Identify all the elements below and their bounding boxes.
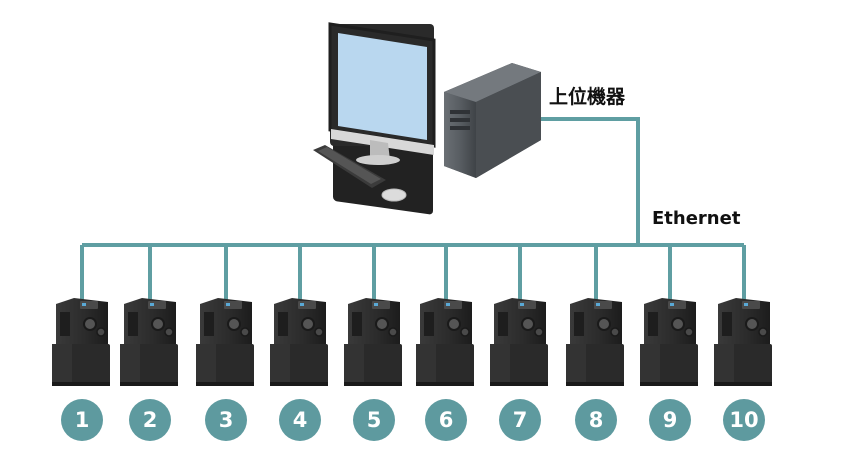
device-number-badge: 3 bbox=[205, 399, 247, 441]
badge-circle bbox=[279, 399, 321, 441]
badge-circle bbox=[499, 399, 541, 441]
device-number: 3 bbox=[219, 408, 234, 432]
device-number-badge: 9 bbox=[649, 399, 691, 441]
controller-unit-icon bbox=[120, 298, 178, 386]
device-number: 2 bbox=[143, 408, 158, 432]
device-number-badge: 4 bbox=[279, 399, 321, 441]
device-number-badge: 10 bbox=[723, 399, 765, 441]
device-number: 5 bbox=[367, 408, 382, 432]
controller-unit-icon bbox=[196, 298, 254, 386]
device-number-badge: 8 bbox=[575, 399, 617, 441]
controller-unit-icon bbox=[344, 298, 402, 386]
controller-unit-icon bbox=[490, 298, 548, 386]
badge-circle bbox=[575, 399, 617, 441]
badge-circle bbox=[723, 399, 765, 441]
controller-unit-icon bbox=[416, 298, 474, 386]
badge-circle bbox=[205, 399, 247, 441]
device-number: 10 bbox=[729, 408, 758, 432]
badge-circle bbox=[353, 399, 395, 441]
ethernet-label: Ethernet bbox=[652, 208, 741, 229]
controller-unit-icon bbox=[566, 298, 624, 386]
device-row: 1 2 3 4 5 6 7 8 9 10 bbox=[52, 298, 772, 441]
device-number: 4 bbox=[293, 408, 308, 432]
controller-unit-icon bbox=[640, 298, 698, 386]
device-number-badge: 2 bbox=[129, 399, 171, 441]
device-number: 7 bbox=[513, 408, 528, 432]
device-number-badge: 6 bbox=[425, 399, 467, 441]
badge-circle bbox=[129, 399, 171, 441]
device-number-badge: 7 bbox=[499, 399, 541, 441]
badge-circle bbox=[425, 399, 467, 441]
device-number: 8 bbox=[589, 408, 604, 432]
host-label: 上位機器 bbox=[549, 86, 626, 108]
ethernet-bus bbox=[80, 117, 746, 300]
device-number-badge: 5 bbox=[353, 399, 395, 441]
device-number: 9 bbox=[663, 408, 678, 432]
badge-circle bbox=[61, 399, 103, 441]
device-number-badge: 1 bbox=[61, 399, 103, 441]
controller-unit-icon bbox=[270, 298, 328, 386]
device-number: 1 bbox=[75, 408, 90, 432]
controller-unit-icon bbox=[52, 298, 110, 386]
device-number: 6 bbox=[439, 408, 454, 432]
controller-unit-icon bbox=[714, 298, 772, 386]
host-link-line bbox=[541, 117, 640, 245]
badge-circle bbox=[649, 399, 691, 441]
desktop-computer-icon bbox=[313, 22, 541, 215]
